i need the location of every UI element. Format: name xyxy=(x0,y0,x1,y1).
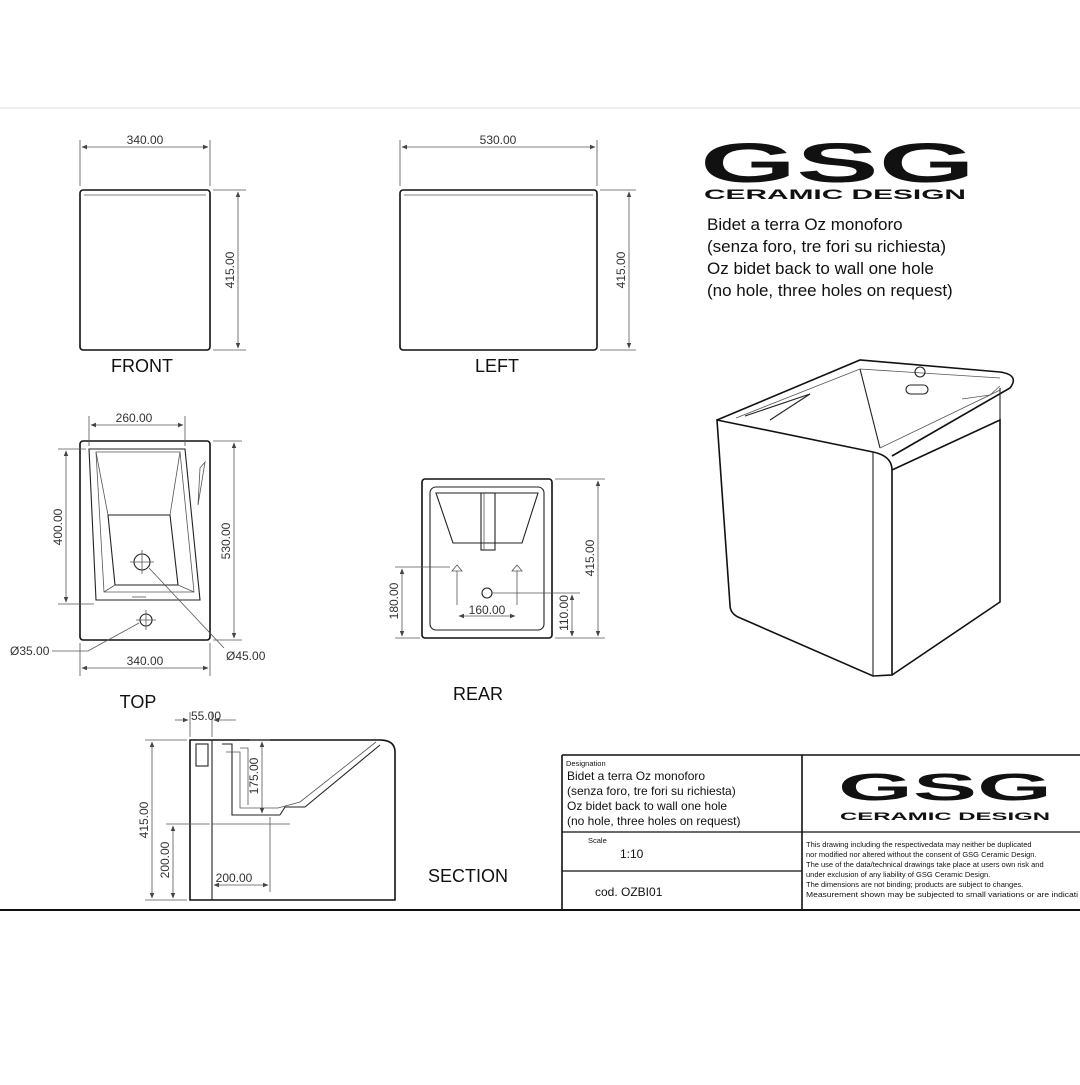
title-block: Designation Bidet a terra Oz monoforo (s… xyxy=(561,754,1080,910)
rear-outline xyxy=(421,478,553,639)
iso-front-face xyxy=(716,419,893,677)
top-outline xyxy=(79,440,211,641)
section-bowl-profile xyxy=(279,744,381,816)
left-width-label: 530.00 xyxy=(480,133,517,147)
description-line-2: (senza foro, tre fori su richiesta) xyxy=(707,237,946,256)
section-wall-label: 55.00 xyxy=(191,709,221,723)
top-bowl-rim xyxy=(88,448,201,601)
rear-outlet-height-label: 110.00 xyxy=(557,595,571,631)
iso-top-rim xyxy=(716,359,1015,457)
scale-value: 1:10 xyxy=(620,847,644,861)
title-block-logo-wordmark: GSG xyxy=(838,767,1052,809)
small-hole-leader xyxy=(52,622,140,652)
rear-fix-height-label: 180.00 xyxy=(387,582,401,619)
designation-line-3: Oz bidet back to wall one hole xyxy=(567,799,727,813)
logo-tagline: CERAMIC DESIGN xyxy=(704,186,966,202)
large-hole-label: Ø45.00 xyxy=(226,649,266,663)
section-outlet-height-label: 200.00 xyxy=(158,841,172,878)
disclaimer-line-3: The use of the data/technical drawings t… xyxy=(806,860,1044,869)
top-inner-width-label: 260.00 xyxy=(116,411,153,425)
front-width-label: 340.00 xyxy=(127,133,164,147)
iso-bowl-edge-left xyxy=(744,393,811,421)
disclaimer-line-4: under exclusion of any liability of GSG … xyxy=(806,870,990,879)
disclaimer-line-6: Measurement shown may be subjected to sm… xyxy=(806,890,1078,899)
brand-logo: GSG CERAMIC DESIGN xyxy=(700,131,975,202)
top-depth-right-label: 530.00 xyxy=(219,522,233,559)
rear-outlet-hole xyxy=(481,587,493,599)
top-width-label: 340.00 xyxy=(127,654,164,668)
disclaimer-line-1: This drawing including the respectivedat… xyxy=(806,840,1032,849)
rear-outlet-duct xyxy=(480,492,496,551)
isometric-view xyxy=(716,359,1015,677)
disclaimer-line-2: nor modified nor altered without the con… xyxy=(806,850,1037,859)
section-view-title: SECTION xyxy=(428,866,508,886)
designation-line-1: Bidet a terra Oz monoforo xyxy=(567,769,705,783)
rear-view: 160.00 180.00 110.00 415.00 REAR xyxy=(387,478,605,704)
iso-tap-hole xyxy=(914,366,926,378)
section-view: 55.00 415.00 200.00 175.00 200.00 SECTIO… xyxy=(137,709,508,901)
rear-bowl-opening xyxy=(435,492,539,544)
front-outline xyxy=(79,189,211,351)
left-height-label: 415.00 xyxy=(614,251,628,288)
top-depth-left-label: 400.00 xyxy=(51,508,65,545)
product-description: Bidet a terra Oz monoforo (senza foro, t… xyxy=(707,215,953,300)
designation-line-4: (no hole, three holes on request) xyxy=(567,814,740,828)
section-outlet-depth-label: 200.00 xyxy=(216,871,253,885)
left-view-title: LEFT xyxy=(475,356,519,376)
section-inner-label: 175.00 xyxy=(247,757,261,794)
designation-label: Designation xyxy=(566,759,606,768)
rear-view-title: REAR xyxy=(453,684,503,704)
logo-wordmark: GSG xyxy=(700,131,975,194)
description-line-3: Oz bidet back to wall one hole xyxy=(707,259,934,278)
fixing-mark-left xyxy=(451,564,463,572)
top-view-title: TOP xyxy=(120,692,157,712)
section-height-label: 415.00 xyxy=(137,801,151,838)
left-view: 530.00 415.00 LEFT xyxy=(399,133,636,376)
fixing-mark-right xyxy=(511,564,523,572)
top-view: 260.00 400.00 530.00 340.00 Ø35.00 Ø45.0… xyxy=(10,411,266,712)
designation-line-2: (senza foro, tre fori su richiesta) xyxy=(567,784,736,798)
rear-height-label: 415.00 xyxy=(583,539,597,576)
front-view: 340.00 415.00 FRONT xyxy=(79,133,246,376)
small-hole-label: Ø35.00 xyxy=(10,644,50,658)
description-line-4: (no hole, three holes on request) xyxy=(707,281,953,300)
iso-drain-hole xyxy=(905,384,929,395)
rear-fix-spacing-label: 160.00 xyxy=(469,603,506,617)
front-height-label: 415.00 xyxy=(223,251,237,288)
top-bowl-basin xyxy=(107,514,179,586)
title-block-logo-tagline: CERAMIC DESIGN xyxy=(840,811,1050,823)
product-code: cod. OZBI01 xyxy=(595,885,663,899)
iso-side-face xyxy=(891,418,1001,676)
large-hole-leader xyxy=(148,567,225,649)
front-view-title: FRONT xyxy=(111,356,173,376)
disclaimer-line-5: The dimensions are not binding; products… xyxy=(806,880,1023,889)
scale-label: Scale xyxy=(588,836,607,845)
description-line-1: Bidet a terra Oz monoforo xyxy=(707,215,903,234)
left-outline xyxy=(399,189,598,351)
section-outlet-pipe xyxy=(195,743,209,767)
section-outline xyxy=(189,739,396,901)
